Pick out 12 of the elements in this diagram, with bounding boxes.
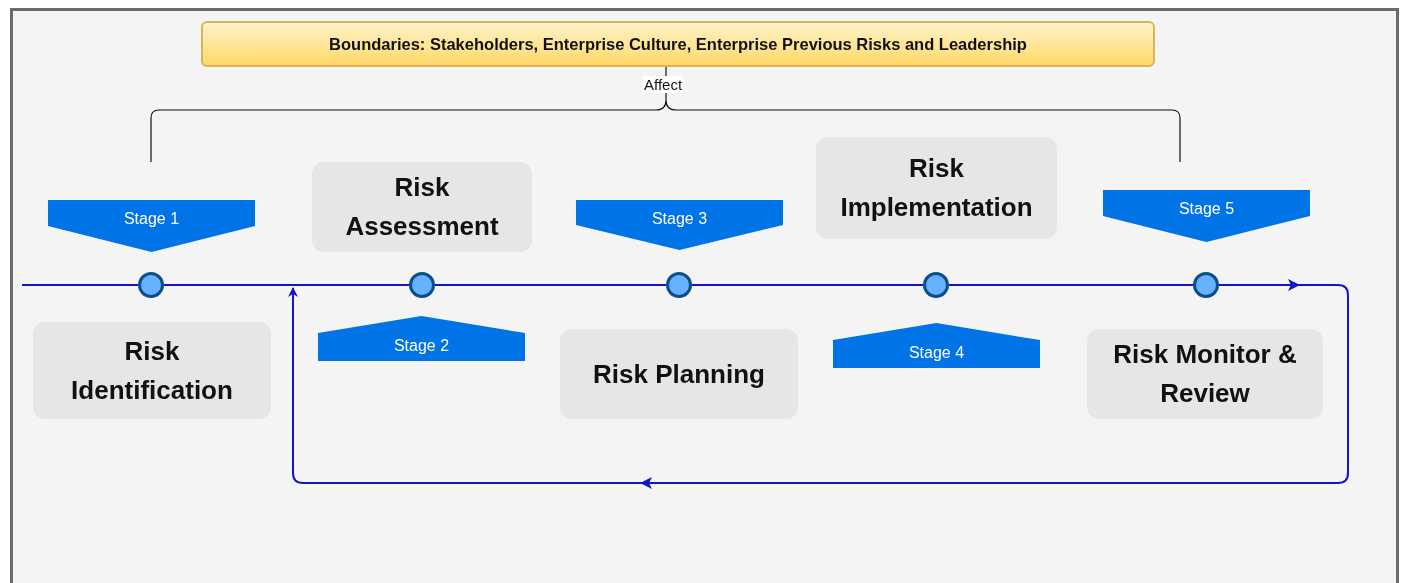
stage-name-box: Risk Assessment <box>312 162 532 252</box>
stage-pentagon: Stage 1 <box>48 200 255 252</box>
boundary-box: Boundaries: Stakeholders, Enterprise Culture, Enterprise Previous Risks and Leadership <box>201 21 1155 67</box>
stage-name-box: Risk Planning <box>560 329 798 419</box>
stage-pentagon: Stage 4 <box>833 323 1040 368</box>
stage-name-box: Risk Implementation <box>816 137 1057 239</box>
stage-name-box: Risk Monitor & Review <box>1087 329 1323 419</box>
stage-pentagon: Stage 3 <box>576 200 783 250</box>
stage-pentagon: Stage 5 <box>1103 190 1310 242</box>
bracket-label: Affect <box>643 76 684 93</box>
stage-pentagon: Stage 2 <box>318 316 525 361</box>
stage-name-box: Risk Identification <box>33 322 271 419</box>
